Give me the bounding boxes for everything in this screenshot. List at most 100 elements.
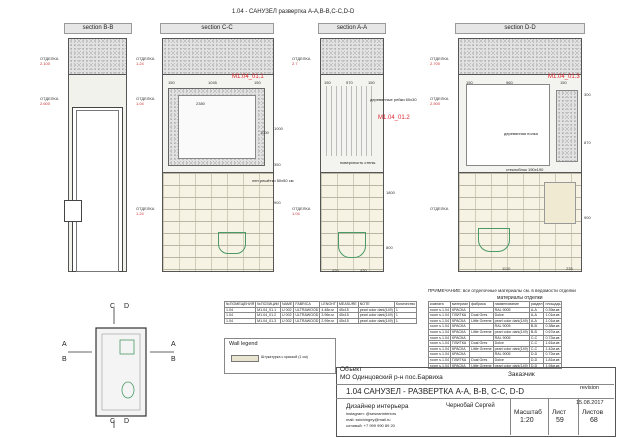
plan-label-a-right: A — [171, 341, 176, 348]
cell: 0.38м.кв — [543, 323, 563, 330]
stamp-vsep-1 — [510, 398, 511, 435]
dd-level-label-2: ОТДЕЛКА — [430, 96, 449, 101]
cc-dim-right-3: 900 — [274, 200, 281, 205]
col-header: LENGHT — [319, 301, 338, 308]
cell: 1.94м.кв — [543, 362, 563, 370]
cell: RAL 9005 — [492, 351, 530, 358]
door-handle-plate — [64, 200, 82, 222]
dd-dim-top-3: 150 — [560, 80, 567, 85]
cell: 0.67м.кв — [543, 329, 563, 336]
col-header: №ПОЗИЦИИ — [255, 301, 281, 308]
stamp-vsep-3 — [578, 398, 579, 435]
cell: КРАСКА — [449, 317, 471, 325]
finishing-note: ПРИМЕЧАНИЕ: все отделочные материалы см.… — [428, 288, 576, 293]
col-header: №ПОМЕЩЕНИЯ — [223, 301, 257, 308]
cell: Dolce — [492, 340, 530, 347]
cell: RAL 9005 — [492, 306, 530, 314]
stamp-date: 15.08.2017 — [576, 400, 604, 406]
cell: КРАСКА — [449, 351, 471, 358]
scale-value: 1:20 — [520, 417, 534, 424]
cell: room s.1.04 — [428, 340, 451, 347]
dd-note-1: деревянная полка — [504, 131, 538, 136]
dd-note-2: стеклоблок 190х190 — [506, 167, 544, 172]
cell: room s.1.04 — [428, 306, 451, 314]
drawing-title: 1.04 - САНУЗЕЛ развертка А-А,В-В,С-С,D-D — [232, 9, 355, 15]
aa-note-2: поверхность стены — [340, 160, 376, 165]
cell: КРАСКА — [449, 323, 471, 330]
cell: 45х15 — [336, 317, 359, 325]
stamp-sep-1 — [336, 384, 614, 385]
aa-note-1: деревянные рейки 60х30 — [370, 97, 417, 102]
sheet-value: 59 — [556, 417, 564, 424]
cell: КРАСКА — [449, 334, 471, 342]
aa-level-label-1: ОТДЕЛКА — [292, 56, 311, 61]
aa-dim-right-1: 1800 — [386, 190, 395, 195]
cell: pearl color dark(149) — [357, 306, 395, 314]
cc-dim-right-1: 1000 — [274, 126, 283, 131]
cell: RAL 9005 — [492, 334, 530, 342]
cc-note: лен решётки 50х50 см — [252, 178, 294, 183]
cc-module-tag: M1.04_01.1 — [232, 74, 264, 80]
section-cc-header: section C-C — [160, 23, 274, 34]
cell: 1.04 — [223, 306, 257, 314]
aa-mark-1: 2.7 — [292, 61, 298, 66]
aa-dim-top-3: 150 — [368, 80, 375, 85]
cc-dim-top-2: 1045 — [208, 80, 217, 85]
cc-mark-1: 1.24 — [136, 61, 144, 66]
cell: ПЛИТКА — [449, 356, 471, 364]
section-dd-header: section D-D — [455, 23, 585, 34]
cell: U 002 — [279, 306, 295, 314]
cell: 1.42м.кв — [543, 345, 563, 353]
dd-module-tag: M1.04_01.3 — [548, 74, 580, 80]
dd-dim-top-1: 150 — [466, 80, 473, 85]
materials-left-header-row: №ПОМЕЩЕНИЯ №ПОЗИЦИИ NAME FABRICA LENGHT … — [223, 301, 418, 308]
dd-level-label-3: ОТДЕЛКА — [430, 206, 449, 211]
toilet-outline — [218, 232, 246, 254]
contact-mail: mail: sstchingey@mail.ru — [346, 417, 391, 422]
bb-level-label-2: ОТДЕЛКА — [40, 96, 59, 101]
cell: 1.01м.кв — [543, 317, 563, 325]
bb-level-label-1: ОТДЕЛКА — [40, 56, 59, 61]
sheets-value: 68 — [590, 417, 598, 424]
legend-item-label: Штукатурка с краской (1 см) — [261, 355, 308, 359]
aa-dim-top-2: 570 — [346, 80, 353, 85]
cell: КРАСКА — [449, 345, 471, 353]
door-leaf — [76, 110, 119, 272]
client-label: Заказчик — [508, 371, 535, 378]
dd-niche — [466, 84, 550, 166]
dd-mark-2: 2.500 — [430, 101, 441, 106]
cc-dim-box-2: 1000 — [260, 130, 269, 135]
cc-mark-2: 1.04 — [136, 101, 144, 106]
cc-dim-right-2: 350 — [274, 162, 281, 167]
cell: Dolce — [492, 312, 530, 319]
aa-dim-top-1: 150 — [324, 80, 331, 85]
legend-swatch — [231, 355, 259, 362]
scale-label: Масштаб — [514, 409, 542, 416]
cell: 0.72м.кв — [543, 351, 563, 358]
cc-dim-top-3: 150 — [254, 80, 261, 85]
cell: room s.1.04 — [428, 317, 451, 325]
dd-dim-right-2: 870 — [584, 140, 591, 145]
section-bb-ceiling — [68, 38, 127, 76]
aa-level-label-2: ОТДЕЛКА — [292, 206, 311, 211]
cc-level-label-2: ОТДЕЛКА — [136, 96, 155, 101]
section-cc-tiles — [162, 172, 274, 272]
contact-instagram: instagram: @sesnarinteriors — [346, 411, 397, 416]
section-aa-ceiling — [320, 38, 384, 76]
cell: ULTRAWOOD — [293, 317, 321, 325]
bb-mark-1: 2.100 — [40, 61, 51, 66]
dd-mark-1: 2.700 — [430, 61, 441, 66]
plan-label-c-bottom: C — [110, 418, 116, 425]
cc-level-label-1: ОТДЕЛКА — [136, 56, 155, 61]
section-aa-tiles — [320, 172, 384, 272]
cell: Little Greene — [469, 317, 494, 325]
cell: 1.81м.кв — [543, 356, 563, 364]
designer-label: Дизайнер интерьера — [346, 403, 409, 410]
